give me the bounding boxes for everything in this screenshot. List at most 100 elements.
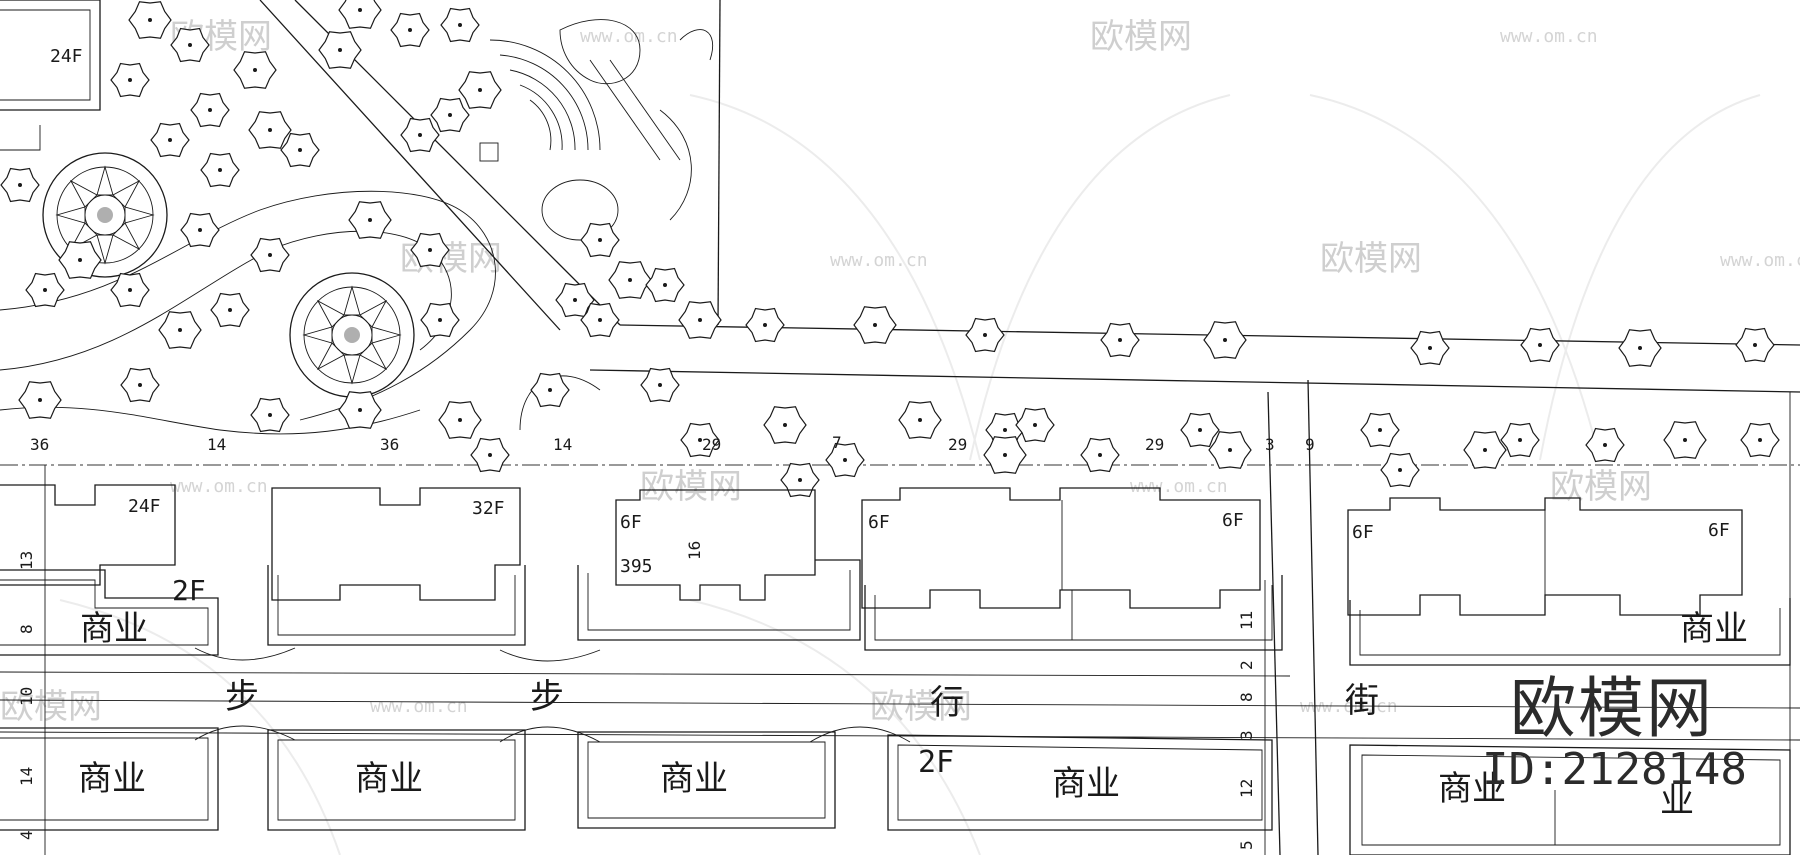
tree-trunk	[983, 333, 987, 337]
tree-trunk	[198, 228, 202, 232]
asset-id: ID:2128148	[1482, 744, 1747, 795]
plaza-petals	[302, 285, 402, 385]
tree-trunk	[408, 28, 412, 32]
tree-trunk	[698, 438, 702, 442]
tree-symbol	[1740, 422, 1780, 458]
building-floor-label: 6F	[1352, 522, 1374, 543]
tree-symbol	[580, 222, 620, 258]
tree-symbol	[458, 71, 502, 109]
tree-trunk	[138, 383, 142, 387]
tree-trunk	[1428, 346, 1432, 350]
tree-symbol	[338, 0, 382, 29]
dimension-label: 3	[1237, 730, 1256, 740]
circular-plaza-2	[289, 272, 415, 398]
tree-trunk	[488, 453, 492, 457]
brand-name: 欧模网	[1510, 670, 1714, 747]
tree-symbol	[158, 311, 202, 349]
tree-trunk	[763, 323, 767, 327]
tree-trunk	[843, 458, 847, 462]
tree-symbol	[1180, 412, 1220, 448]
tree-trunk	[873, 323, 877, 327]
tree-symbol	[608, 261, 652, 299]
tree-symbol	[1500, 422, 1540, 458]
tree-symbol	[1100, 322, 1140, 358]
commercial-block-3: 商业	[577, 731, 836, 829]
dimension-label: 29	[948, 435, 967, 454]
dimension-label: 36	[30, 435, 49, 454]
tree-trunk	[268, 253, 272, 257]
tree-symbol	[280, 132, 320, 168]
tree-trunk	[1638, 346, 1642, 350]
entry-arcs	[194, 647, 911, 743]
tree-trunk	[1538, 343, 1542, 347]
tree-trunk	[253, 68, 257, 72]
tree-symbol	[420, 302, 460, 338]
commerce-label: 商业	[660, 759, 728, 799]
tree-trunk	[128, 288, 132, 292]
tree-symbol	[18, 381, 62, 419]
commerce-label: 商业	[78, 759, 146, 799]
tree-symbol	[1663, 421, 1707, 459]
tree-symbol	[1208, 431, 1252, 469]
building-floor-label: 24F	[50, 46, 83, 67]
building-floor-label: 6F	[1222, 510, 1244, 531]
tree-symbol	[348, 201, 392, 239]
tree-symbol	[745, 307, 785, 343]
dimension-labels: 36 14 36 14 29 7 29 29 3 9 13 8 10 14 4 …	[17, 433, 1315, 850]
dimension-label: 36	[380, 435, 399, 454]
trees	[0, 0, 1780, 498]
tree-symbol	[210, 292, 250, 328]
building-floor-label: 2F	[172, 574, 206, 607]
tree-symbol	[470, 437, 510, 473]
watermark-url: www.om.cn	[370, 696, 468, 717]
tree-symbol	[0, 167, 40, 203]
tree-symbol	[780, 462, 820, 498]
commerce-label: 业	[1660, 781, 1694, 821]
watermark-brand: 欧模网	[0, 687, 102, 727]
dimension-label: 2	[1237, 660, 1256, 670]
tree-trunk	[18, 183, 22, 187]
dimension-label: 29	[702, 435, 721, 454]
commercial-block-1: 商业	[0, 727, 219, 831]
tree-symbol	[853, 306, 897, 344]
tree-trunk	[1683, 438, 1687, 442]
tree-trunk	[78, 258, 82, 262]
building-floor-label: 6F	[620, 512, 642, 533]
tree-symbol	[645, 267, 685, 303]
watermark-brand: 欧模网	[1550, 467, 1652, 507]
tree-trunk	[438, 318, 442, 322]
commerce-label: 商业	[1680, 609, 1748, 649]
tree-trunk	[428, 248, 432, 252]
tree-symbol	[248, 111, 292, 149]
tree-trunk	[783, 423, 787, 427]
tree-symbol	[233, 51, 277, 89]
tree-symbol	[1463, 431, 1507, 469]
tree-symbol	[763, 406, 807, 444]
tree-symbol	[1203, 321, 1247, 359]
tree-symbol	[318, 31, 362, 69]
tree-trunk	[1098, 453, 1102, 457]
tree-symbol	[440, 7, 480, 43]
tree-symbol	[1410, 330, 1450, 366]
dimension-label: 3	[1265, 435, 1275, 454]
tree-trunk	[168, 138, 172, 142]
tree-symbol	[120, 367, 160, 403]
tree-crown	[338, 0, 382, 29]
dimension-label: 14	[17, 767, 36, 786]
tree-symbol	[400, 117, 440, 153]
building-floor-label: 24F	[128, 496, 161, 517]
building-floor-label: 2F	[918, 745, 954, 780]
dimension-label: 12	[1237, 779, 1256, 798]
tree-trunk	[573, 298, 577, 302]
tree-trunk	[628, 278, 632, 282]
tree-symbol	[250, 397, 290, 433]
tree-symbol	[825, 442, 865, 478]
tree-symbol	[530, 372, 570, 408]
building-6f-2: 6F 6F	[861, 487, 1283, 651]
tree-trunk	[1758, 438, 1762, 442]
tree-symbol	[580, 302, 620, 338]
tree-trunk	[1518, 438, 1522, 442]
tree-trunk	[1033, 423, 1037, 427]
watermark-brand: 欧模网	[1320, 239, 1422, 279]
